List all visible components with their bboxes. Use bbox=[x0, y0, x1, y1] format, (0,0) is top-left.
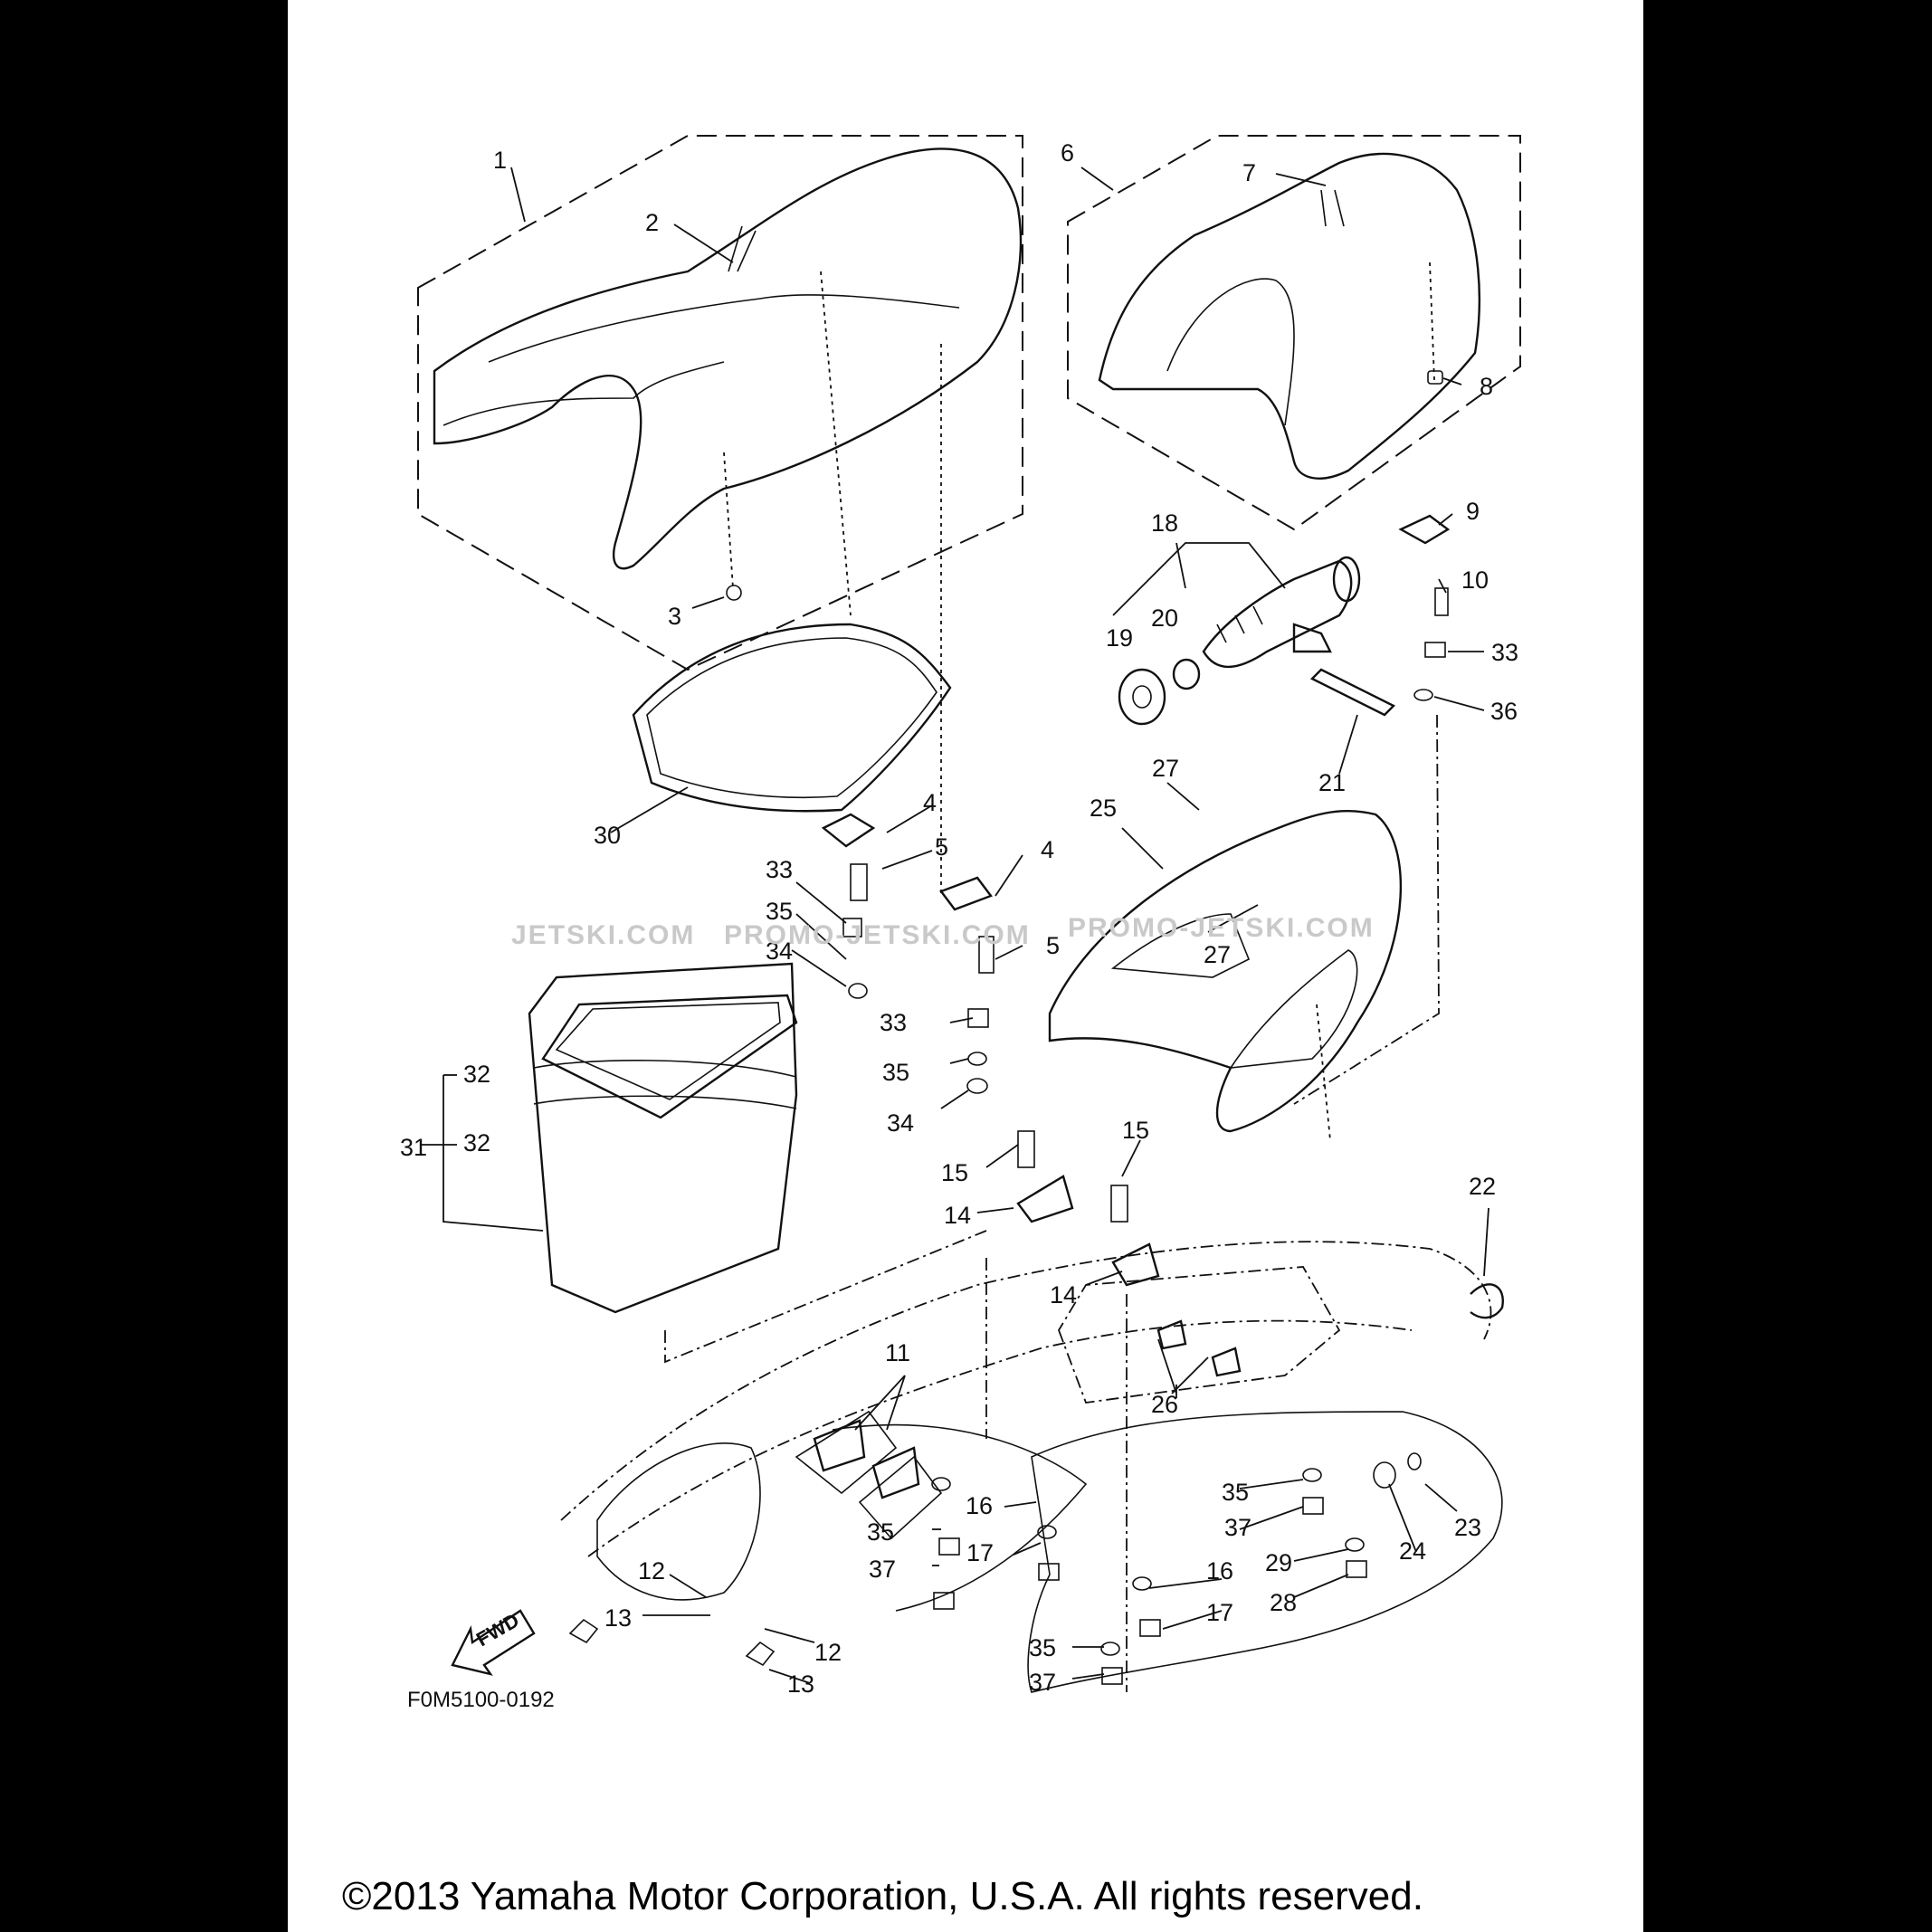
rear-seat-hardware bbox=[1293, 514, 1451, 1105]
callout-36: 36 bbox=[1490, 698, 1518, 725]
callout-7: 7 bbox=[1242, 159, 1256, 186]
watermark: JETSKI.COM PROMO-JETSKI.COM PROMO-JETSKI… bbox=[511, 913, 1375, 950]
callout-20: 20 bbox=[1151, 604, 1178, 632]
hull-deck bbox=[560, 1241, 1504, 1693]
callout-33a: 33 bbox=[766, 856, 793, 883]
callout-35e: 35 bbox=[1029, 1634, 1056, 1661]
callout-9: 9 bbox=[1466, 498, 1480, 525]
rear-cover bbox=[1048, 809, 1403, 1141]
callout-35c: 35 bbox=[867, 1518, 894, 1546]
callout-5b: 5 bbox=[1046, 932, 1060, 959]
callout-15a: 15 bbox=[941, 1159, 968, 1186]
callout-37b: 37 bbox=[1224, 1514, 1252, 1541]
callout-22: 22 bbox=[1469, 1173, 1496, 1200]
callout-11: 11 bbox=[885, 1339, 910, 1366]
callout-8: 8 bbox=[1480, 373, 1493, 400]
callout-37c: 37 bbox=[1029, 1669, 1056, 1696]
callout-17b: 17 bbox=[1206, 1599, 1233, 1626]
callout-4a: 4 bbox=[923, 789, 937, 816]
callout-35b: 35 bbox=[882, 1059, 909, 1086]
storage-box bbox=[528, 962, 987, 1364]
callout-24: 24 bbox=[1399, 1537, 1426, 1565]
callout-27a: 27 bbox=[1152, 755, 1179, 782]
callout-6: 6 bbox=[1061, 139, 1074, 167]
callout-19: 19 bbox=[1106, 624, 1133, 652]
callout-26: 26 bbox=[1151, 1391, 1178, 1418]
callout-35a: 35 bbox=[766, 898, 793, 925]
callout-18: 18 bbox=[1151, 509, 1178, 537]
intake-tube-assembly bbox=[1112, 542, 1396, 726]
callout-33b: 33 bbox=[880, 1009, 907, 1036]
callout-29: 29 bbox=[1265, 1549, 1292, 1576]
lower-hardware bbox=[568, 1319, 1367, 1685]
callout-13b: 13 bbox=[787, 1670, 814, 1698]
callout-1: 1 bbox=[493, 147, 507, 174]
gasket-frame bbox=[632, 623, 952, 813]
callout-10: 10 bbox=[1461, 566, 1489, 594]
diagram-sheet bbox=[288, 0, 1643, 1932]
callout-16b: 16 bbox=[1206, 1557, 1233, 1585]
leader-lines bbox=[421, 167, 1489, 1684]
drawing-code: F0M5100-0192 bbox=[407, 1688, 555, 1712]
callout-23: 23 bbox=[1454, 1514, 1481, 1541]
callout-34a: 34 bbox=[766, 937, 793, 965]
callout-5a: 5 bbox=[935, 833, 948, 861]
callout-32b: 32 bbox=[463, 1129, 490, 1156]
callout-13a: 13 bbox=[604, 1604, 632, 1632]
callout-12a: 12 bbox=[638, 1557, 665, 1585]
callout-27b: 27 bbox=[1204, 941, 1231, 968]
watermark-mid: PROMO-JETSKI.COM bbox=[724, 920, 1031, 950]
callout-15b: 15 bbox=[1122, 1117, 1149, 1144]
callout-12b: 12 bbox=[814, 1639, 842, 1666]
callout-17a: 17 bbox=[966, 1539, 994, 1566]
watermark-left: JETSKI.COM bbox=[511, 920, 695, 950]
watermark-right: PROMO-JETSKI.COM bbox=[1068, 913, 1375, 943]
front-seat-hardware bbox=[821, 813, 995, 1094]
rear-seat-group bbox=[1067, 135, 1521, 531]
callout-34b: 34 bbox=[887, 1109, 914, 1137]
callout-33c: 33 bbox=[1491, 639, 1518, 666]
callout-21: 21 bbox=[1318, 769, 1346, 796]
callout-32a: 32 bbox=[463, 1061, 490, 1088]
forward-arrow-icon: FWD bbox=[451, 1609, 536, 1676]
callout-28: 28 bbox=[1270, 1589, 1297, 1616]
front-seat-group bbox=[417, 135, 1023, 896]
callout-4b: 4 bbox=[1041, 836, 1054, 863]
callout-31: 31 bbox=[400, 1134, 427, 1161]
copyright-notice: ©2013 Yamaha Motor Corporation, U.S.A. A… bbox=[342, 1874, 1423, 1918]
callout-25: 25 bbox=[1090, 795, 1117, 822]
seat-lock-mounts bbox=[985, 1130, 1160, 1692]
callout-35d: 35 bbox=[1222, 1479, 1249, 1506]
callout-14b: 14 bbox=[1050, 1281, 1077, 1309]
callout-16a: 16 bbox=[966, 1492, 993, 1519]
callout-labels: 1 2 3 4 4 5 5 6 7 8 9 10 11 12 12 13 13 … bbox=[400, 139, 1518, 1698]
callout-3: 3 bbox=[668, 603, 681, 630]
callout-14a: 14 bbox=[944, 1202, 971, 1229]
callout-2: 2 bbox=[645, 209, 659, 236]
callout-37a: 37 bbox=[869, 1556, 896, 1583]
callout-30: 30 bbox=[594, 822, 621, 849]
